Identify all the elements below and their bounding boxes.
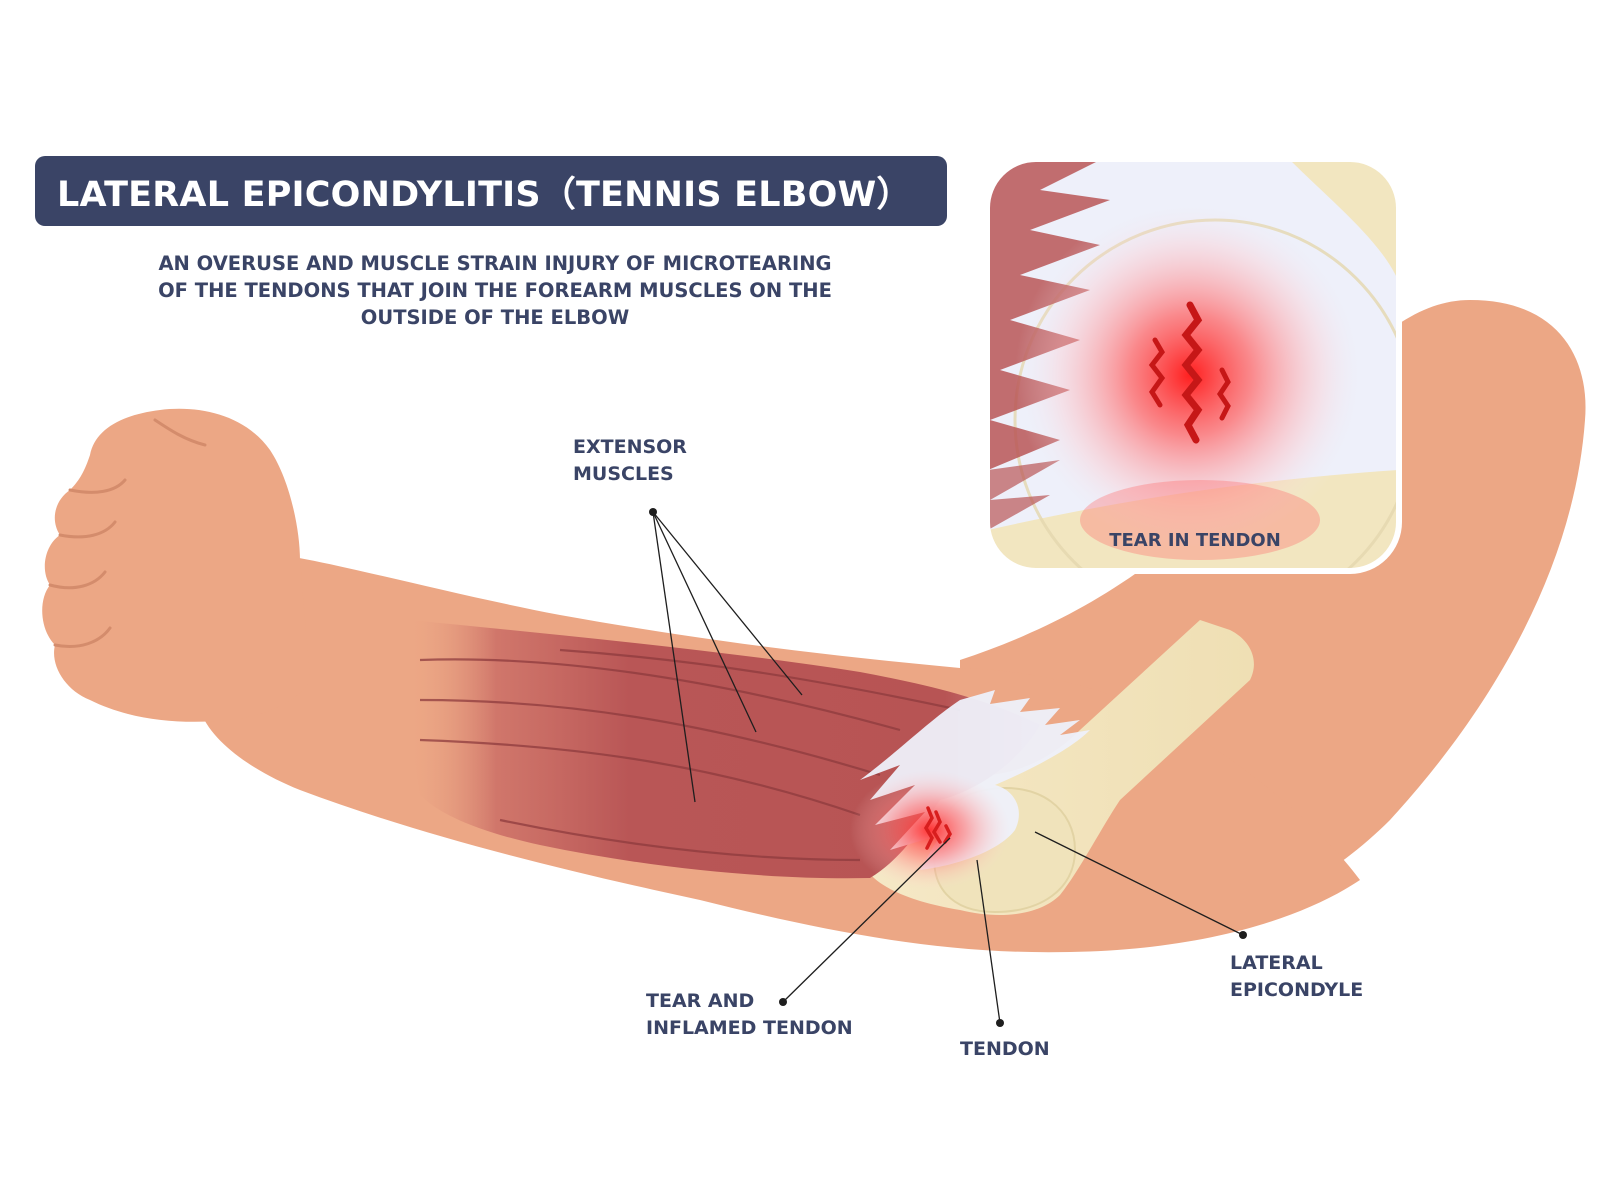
inflammation-glow — [850, 770, 1010, 890]
fist — [42, 408, 310, 722]
label-line: MUSCLES — [573, 463, 674, 485]
label-line: EPICONDYLE — [1230, 979, 1364, 1001]
tendon-tear-marks — [923, 806, 953, 850]
subtitle-line: AN OVERUSE AND MUSCLE STRAIN INJURY OF M… — [158, 252, 832, 275]
label-lateral-epicondyle: LATERAL EPICONDYLE — [1230, 950, 1363, 1004]
label-line: TEAR AND — [646, 990, 755, 1012]
label-line: INFLAMED TENDON — [646, 1017, 853, 1039]
fist-finger-creases — [48, 418, 207, 648]
label-tendon: TENDON — [960, 1036, 1050, 1063]
label-extensor-muscles: EXTENSOR MUSCLES — [573, 434, 687, 488]
subtitle-line: OUTSIDE OF THE ELBOW — [360, 306, 630, 329]
muscle-fiber-lines — [419, 648, 961, 862]
label-line: TENDON — [960, 1038, 1050, 1060]
subtitle-line: OF THE TENDONS THAT JOIN THE FOREARM MUS… — [158, 279, 832, 302]
title-banner: LATERAL EPICONDYLITIS（TENNIS ELBOW） — [35, 156, 947, 226]
inset-magnified-view — [984, 156, 1402, 574]
label-line: EXTENSOR — [573, 436, 687, 458]
page-subtitle: AN OVERUSE AND MUSCLE STRAIN INJURY OF M… — [130, 250, 860, 331]
inset-caption: TEAR IN TENDON — [1109, 530, 1281, 551]
leader-dots — [649, 508, 1247, 1027]
label-tear-inflamed-tendon: TEAR AND INFLAMED TENDON — [646, 988, 853, 1042]
label-line: LATERAL — [1230, 952, 1323, 974]
leader-lines — [652, 511, 1244, 1024]
page-title: LATERAL EPICONDYLITIS（TENNIS ELBOW） — [57, 174, 912, 215]
